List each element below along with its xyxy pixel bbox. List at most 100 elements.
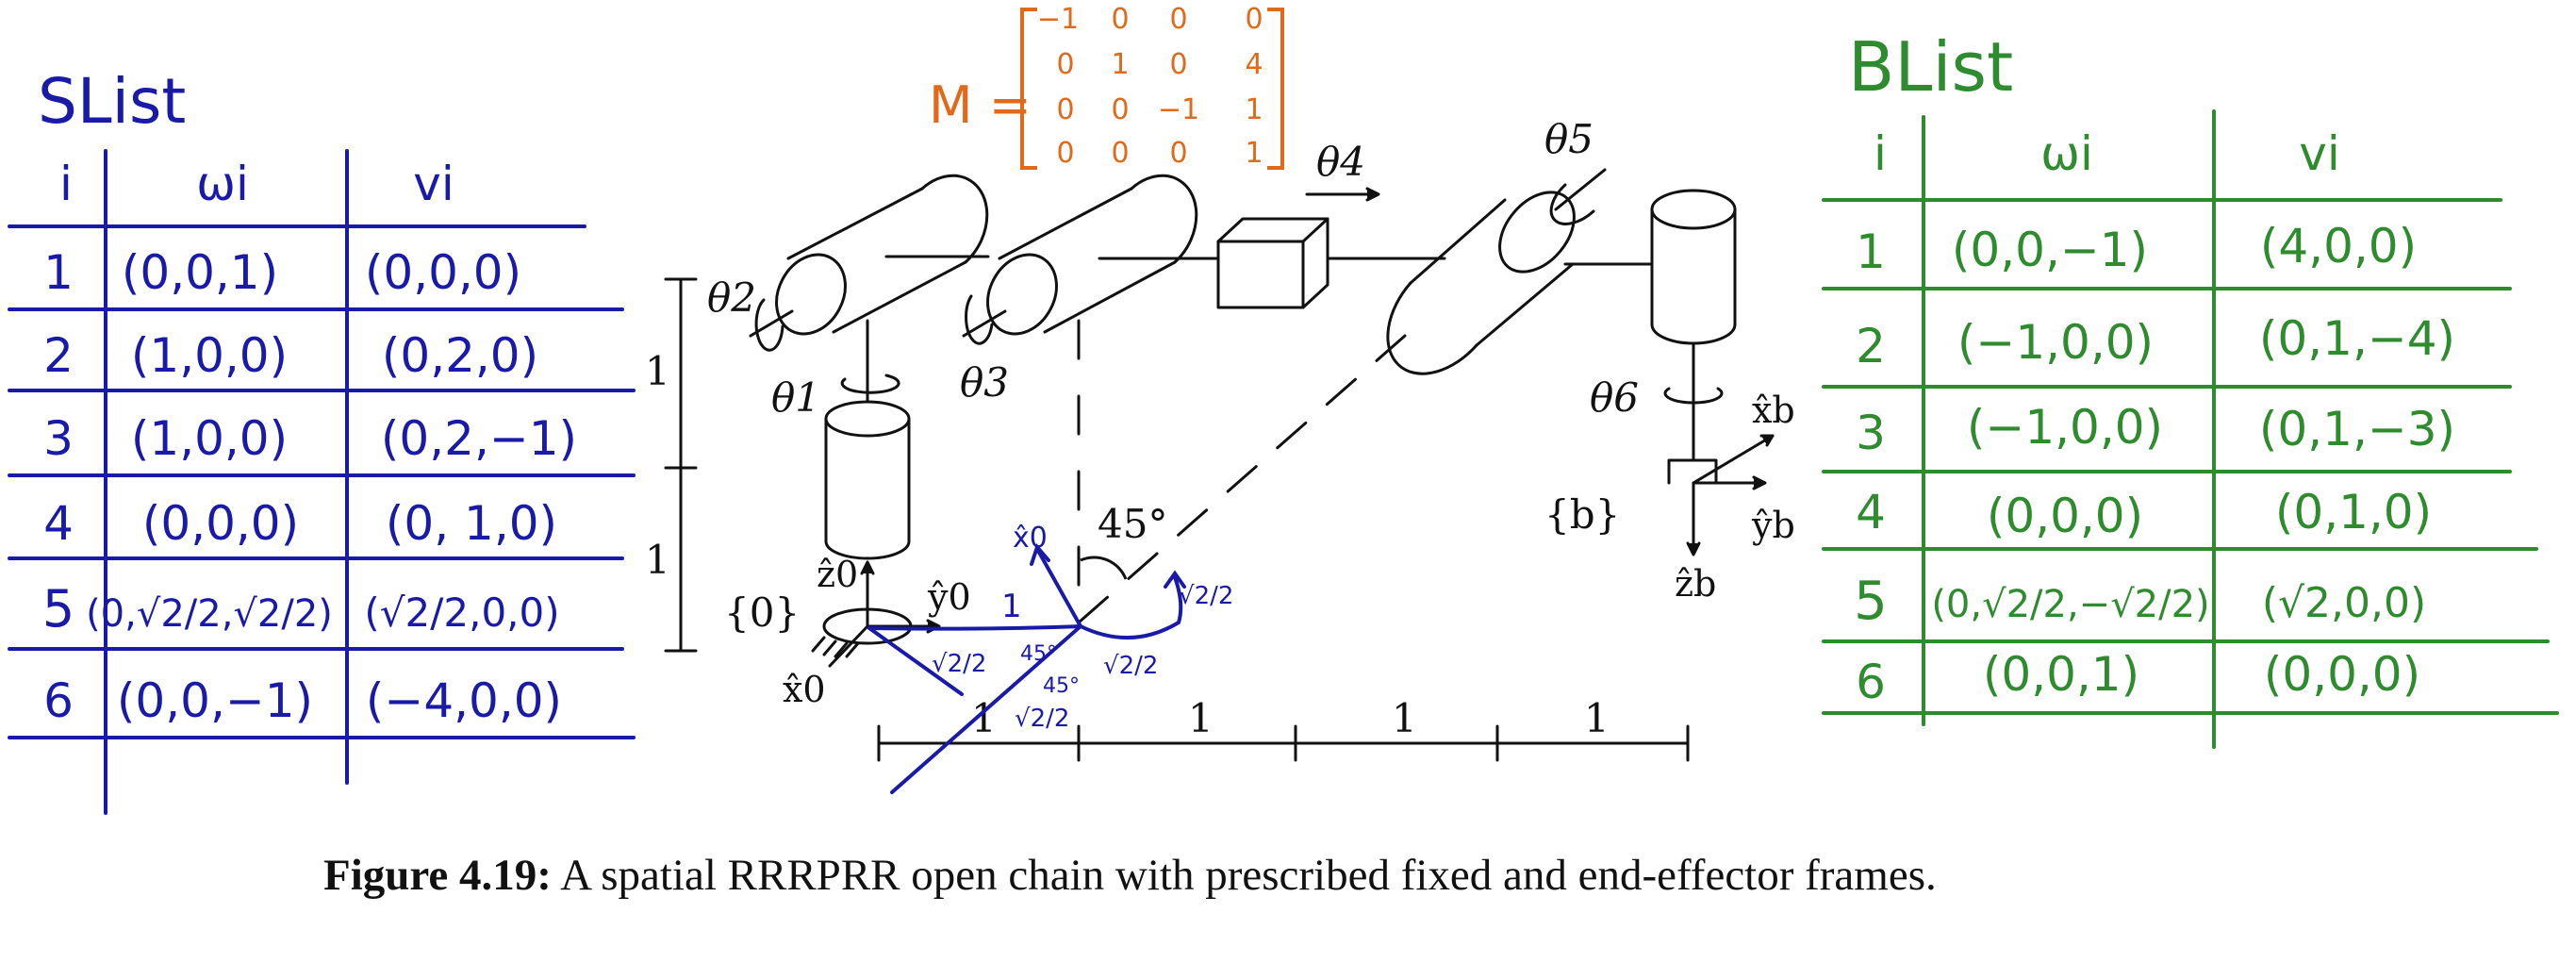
theta1-label: θ1 bbox=[771, 374, 820, 421]
blist-row-5-v: (√2,0,0) bbox=[2262, 579, 2426, 627]
slist-header-v: vi bbox=[413, 157, 454, 211]
frame-labels: {0} {b} ẑ0 ŷ0 x̂0 x̂b ŷb ẑb 45° 1 1 1 1 … bbox=[645, 348, 1795, 741]
joint6-cylinder bbox=[1650, 189, 1737, 345]
matrix-cell: 0 bbox=[1169, 3, 1187, 36]
y0-label: ŷ0 bbox=[927, 576, 971, 618]
sketch-x0-label: x̂0 bbox=[1013, 522, 1048, 555]
prismatic-box bbox=[1216, 217, 1329, 309]
slist-row-4-v: (0, 1,0) bbox=[386, 496, 557, 551]
slist-text: i ωi vi 1 (0,0,1) (0,0,0) 2 (1,0,0) (0,2… bbox=[42, 157, 577, 728]
sketch-curve-right bbox=[1079, 575, 1183, 640]
ee-bracket bbox=[1667, 458, 1718, 485]
slist-row-1-v: (0,0,0) bbox=[365, 245, 521, 300]
sketch-y-line bbox=[867, 624, 1082, 631]
blist-row-2-i: 2 bbox=[1856, 319, 1886, 374]
blist-row-2-w: (−1,0,0) bbox=[1957, 315, 2154, 370]
ground-hatch bbox=[811, 636, 860, 658]
matrix-cell: 0 bbox=[1056, 93, 1074, 126]
matrix-left-bracket bbox=[1020, 8, 1037, 170]
blist-text: i ωi vi 1 (0,0,−1) (4,0,0) 2 (−1,0,0) (0… bbox=[1854, 126, 2455, 709]
theta3-label: θ3 bbox=[960, 359, 1009, 406]
slist-row-1-w: (0,0,1) bbox=[122, 245, 278, 300]
slist-row-3-w: (1,0,0) bbox=[131, 411, 288, 466]
slist-title: SList bbox=[38, 65, 186, 138]
slist-table: SList bbox=[8, 65, 636, 815]
caption-label: Figure 4.19: bbox=[323, 851, 552, 900]
x0-axis bbox=[828, 624, 869, 668]
base-cylinder bbox=[824, 400, 911, 560]
sketch-45-label: 45° bbox=[1043, 674, 1080, 698]
ee-x-arrowhead bbox=[1759, 434, 1775, 447]
hdim-label-3: 1 bbox=[1392, 695, 1417, 741]
sketch-x0-arrowhead bbox=[1030, 543, 1050, 566]
blist-row-6-v: (0,0,0) bbox=[2264, 647, 2420, 702]
theta5-label: θ5 bbox=[1544, 116, 1593, 162]
matrix-cell: 0 bbox=[1111, 137, 1129, 170]
sketch-x0-arrow bbox=[1035, 547, 1082, 628]
angle-label: 45° bbox=[1098, 501, 1167, 547]
matrix-cell: 1 bbox=[1245, 93, 1263, 126]
slist-row-5-w: (0,√2/2,√2/2) bbox=[86, 592, 333, 636]
matrix-m: M = −1 0 0 0 0 1 0 4 0 0 −1 1 0 0 0 1 bbox=[929, 3, 1284, 170]
sketch-root2-label: √2/2 bbox=[1103, 652, 1158, 680]
zb-label: ẑb bbox=[1675, 563, 1716, 605]
angle-arc bbox=[1080, 556, 1128, 580]
theta5-rotation-icon bbox=[1549, 183, 1595, 225]
matrix-cell: 0 bbox=[1056, 137, 1074, 170]
theta2-label: θ2 bbox=[707, 274, 756, 321]
blist-row-1-v: (4,0,0) bbox=[2260, 219, 2417, 274]
ee-y-arrowhead bbox=[1752, 475, 1767, 490]
ee-x-axis bbox=[1692, 434, 1775, 485]
sketch-one-label: 1 bbox=[1001, 588, 1022, 625]
blist-table: BList bbox=[1822, 27, 2559, 749]
frameb-label: {b} bbox=[1544, 491, 1620, 538]
sketch-root2-label: √2/2 bbox=[1015, 705, 1069, 733]
caption-text: A spatial RRRPRR open chain with prescri… bbox=[551, 851, 1937, 900]
sketch-root2-label: √2/2 bbox=[932, 650, 986, 678]
blist-header-i: i bbox=[1874, 126, 1887, 181]
theta5-axis-stub bbox=[1554, 168, 1607, 211]
blist-row-4-i: 4 bbox=[1856, 485, 1886, 540]
sketch-curve-arrowhead bbox=[1164, 570, 1186, 589]
theta2-axis-stub bbox=[749, 309, 794, 338]
blist-row-6-i: 6 bbox=[1856, 655, 1886, 709]
slist-header-i: i bbox=[59, 157, 73, 211]
blist-row-5-i: 5 bbox=[1854, 571, 1888, 632]
x0-label: x̂0 bbox=[783, 669, 826, 710]
slist-row-2-i: 2 bbox=[43, 328, 74, 383]
matrix-m-label: M = bbox=[929, 75, 1032, 135]
sketch-diag-down bbox=[867, 626, 964, 696]
theta6-rotation-icon bbox=[1663, 387, 1724, 405]
slist-row-1-i: 1 bbox=[43, 245, 74, 300]
slist-row-4-w: (0,0,0) bbox=[142, 496, 299, 551]
matrix-cell: 0 bbox=[1169, 48, 1187, 81]
blist-row-3-i: 3 bbox=[1856, 406, 1886, 460]
slist-header-w: ωi bbox=[196, 157, 249, 211]
hdim-label-4: 1 bbox=[1584, 695, 1610, 741]
slist-row-3-v: (0,2,−1) bbox=[381, 411, 577, 466]
matrix-cell: 0 bbox=[1111, 93, 1129, 126]
joint5-cylinder bbox=[1386, 191, 1576, 375]
theta2-rotation-icon bbox=[754, 298, 784, 352]
blist-row-1-w: (0,0,−1) bbox=[1952, 223, 2148, 277]
blist-row-5-w: (0,√2/2,−√2/2) bbox=[1931, 583, 2209, 626]
matrix-cell: 4 bbox=[1245, 48, 1263, 81]
z0-label: ẑ0 bbox=[817, 554, 858, 595]
matrix-cell: 1 bbox=[1111, 48, 1129, 81]
hdim-label-2: 1 bbox=[1188, 695, 1214, 741]
sketch-diag-long bbox=[890, 624, 1082, 794]
joint2-cylinder bbox=[775, 174, 989, 336]
blist-title: BList bbox=[1848, 27, 2013, 107]
slist-row-6-w: (0,0,−1) bbox=[117, 673, 313, 728]
sketch-45-label: 45° bbox=[1020, 642, 1057, 666]
slist-row-2-w: (1,0,0) bbox=[131, 328, 288, 383]
matrix-cell: 0 bbox=[1169, 137, 1187, 170]
blist-row-2-v: (0,1,−4) bbox=[2259, 311, 2455, 366]
matrix-cell: 0 bbox=[1245, 3, 1263, 36]
blist-header-w: ωi bbox=[2040, 126, 2093, 181]
robot-diagram bbox=[664, 168, 1775, 762]
slist-row-4-i: 4 bbox=[43, 496, 74, 551]
slist-row-6-i: 6 bbox=[43, 673, 74, 728]
yb-label: ŷb bbox=[1751, 505, 1795, 546]
